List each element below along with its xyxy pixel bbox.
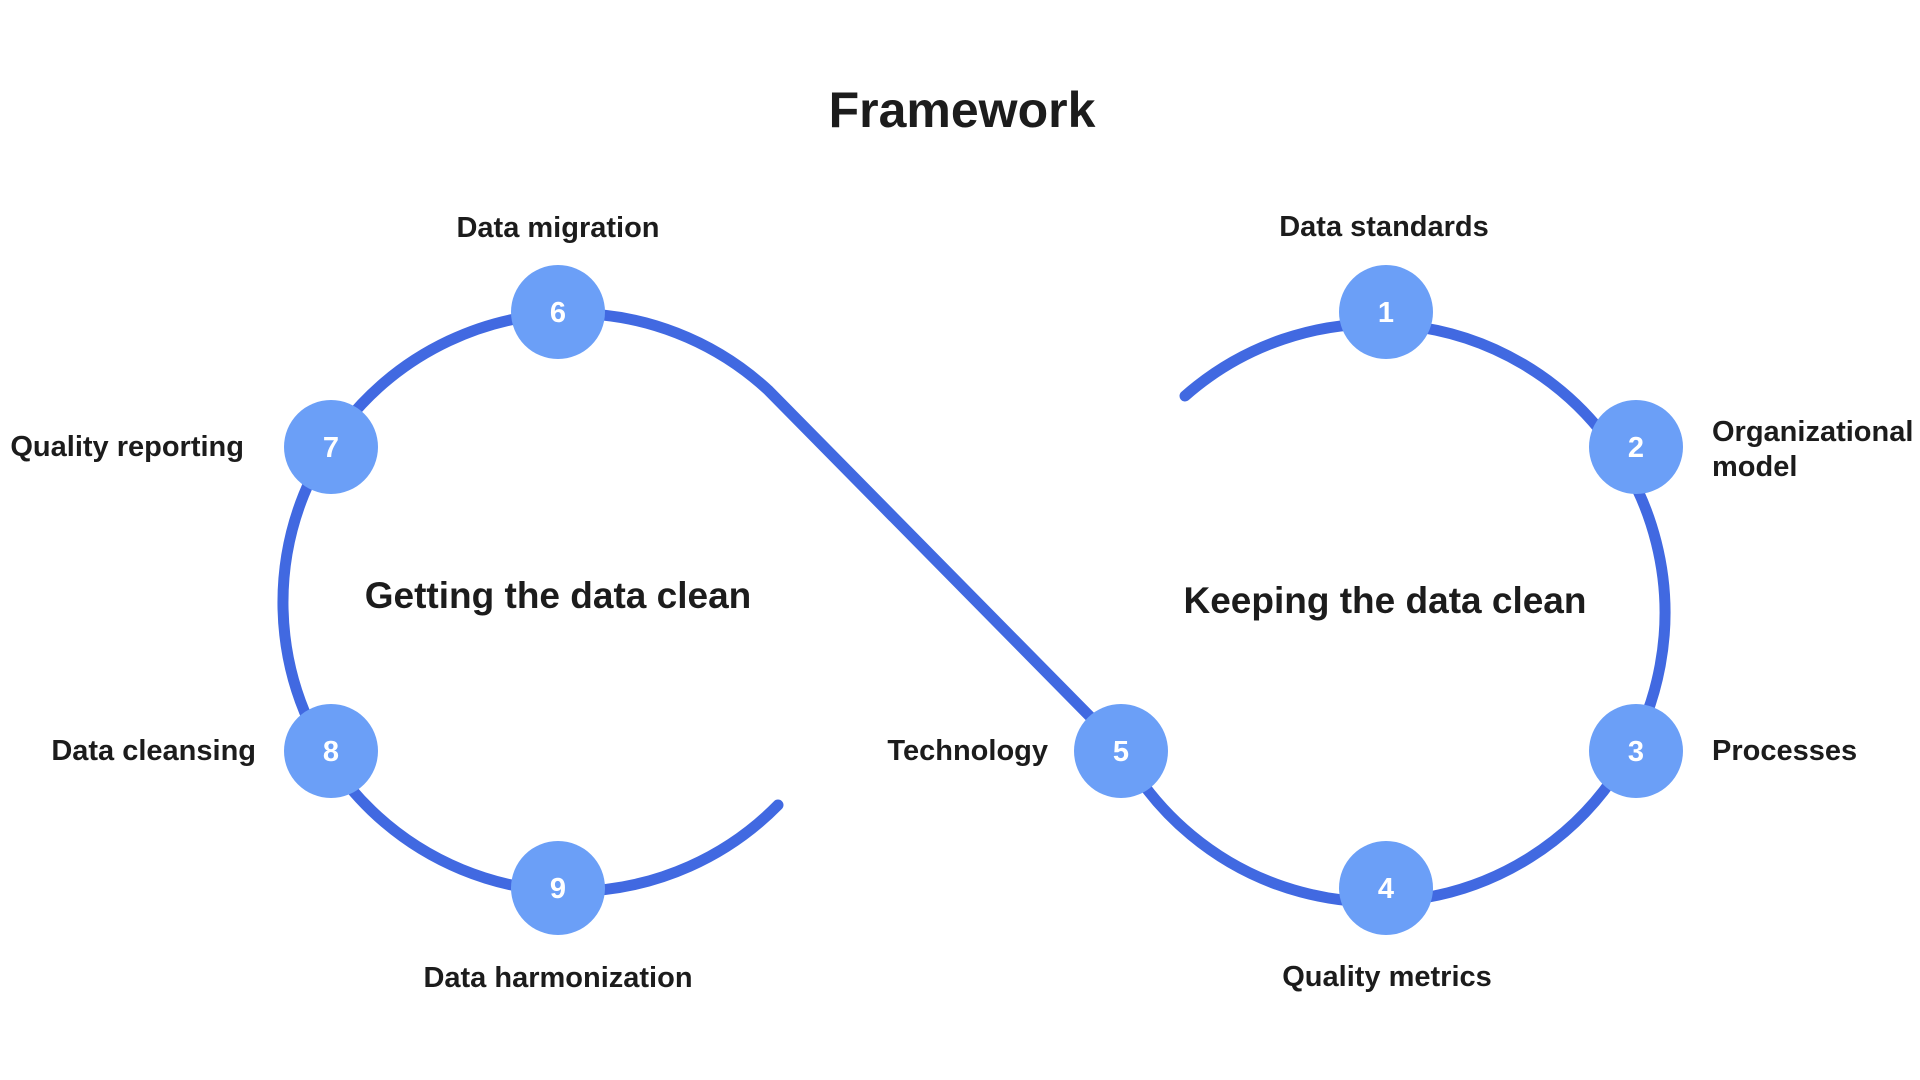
- step-8-label: Data cleansing: [51, 735, 256, 767]
- step-4-number: 4: [1378, 873, 1394, 905]
- step-6-number: 6: [550, 297, 566, 329]
- step-3[interactable]: 3 Processes: [1589, 704, 1857, 798]
- step-4-circle: [1339, 841, 1433, 935]
- step-1[interactable]: 1 Data standards: [1279, 211, 1489, 359]
- step-9-number: 9: [550, 873, 566, 905]
- step-2-label-line2: model: [1712, 451, 1797, 483]
- step-1-circle: [1339, 265, 1433, 359]
- step-5-number: 5: [1113, 736, 1129, 768]
- step-1-label: Data standards: [1279, 211, 1489, 243]
- step-6-circle: [511, 265, 605, 359]
- step-6[interactable]: 6 Data migration: [456, 212, 660, 359]
- step-8[interactable]: 8 Data cleansing: [51, 704, 378, 798]
- step-4-label: Quality metrics: [1282, 961, 1492, 993]
- step-2-circle: [1589, 400, 1683, 494]
- step-1-number: 1: [1378, 297, 1394, 329]
- step-6-label: Data migration: [456, 212, 659, 244]
- left-loop-label: Getting the data clean: [365, 575, 752, 616]
- step-3-number: 3: [1628, 736, 1644, 768]
- step-8-circle: [284, 704, 378, 798]
- step-5-label: Technology: [887, 735, 1048, 767]
- step-7-label: Quality reporting: [10, 431, 244, 463]
- step-9-circle: [511, 841, 605, 935]
- step-9-label: Data harmonization: [423, 962, 692, 994]
- step-8-number: 8: [323, 736, 339, 768]
- diagram-title: Framework: [829, 82, 1096, 138]
- step-5[interactable]: 5 Technology: [887, 704, 1168, 798]
- step-2-label: Organizational: [1712, 416, 1913, 448]
- step-3-circle: [1589, 704, 1683, 798]
- step-7-circle: [284, 400, 378, 494]
- step-2[interactable]: 2 Organizational model: [1589, 400, 1913, 494]
- step-5-circle: [1074, 704, 1168, 798]
- right-loop-label: Keeping the data clean: [1184, 580, 1587, 621]
- step-7[interactable]: 7 Quality reporting: [10, 400, 378, 494]
- step-4[interactable]: 4 Quality metrics: [1282, 841, 1492, 993]
- step-2-number: 2: [1628, 432, 1644, 464]
- step-3-label: Processes: [1712, 735, 1857, 767]
- step-7-number: 7: [323, 432, 339, 464]
- step-9[interactable]: 9 Data harmonization: [423, 841, 693, 994]
